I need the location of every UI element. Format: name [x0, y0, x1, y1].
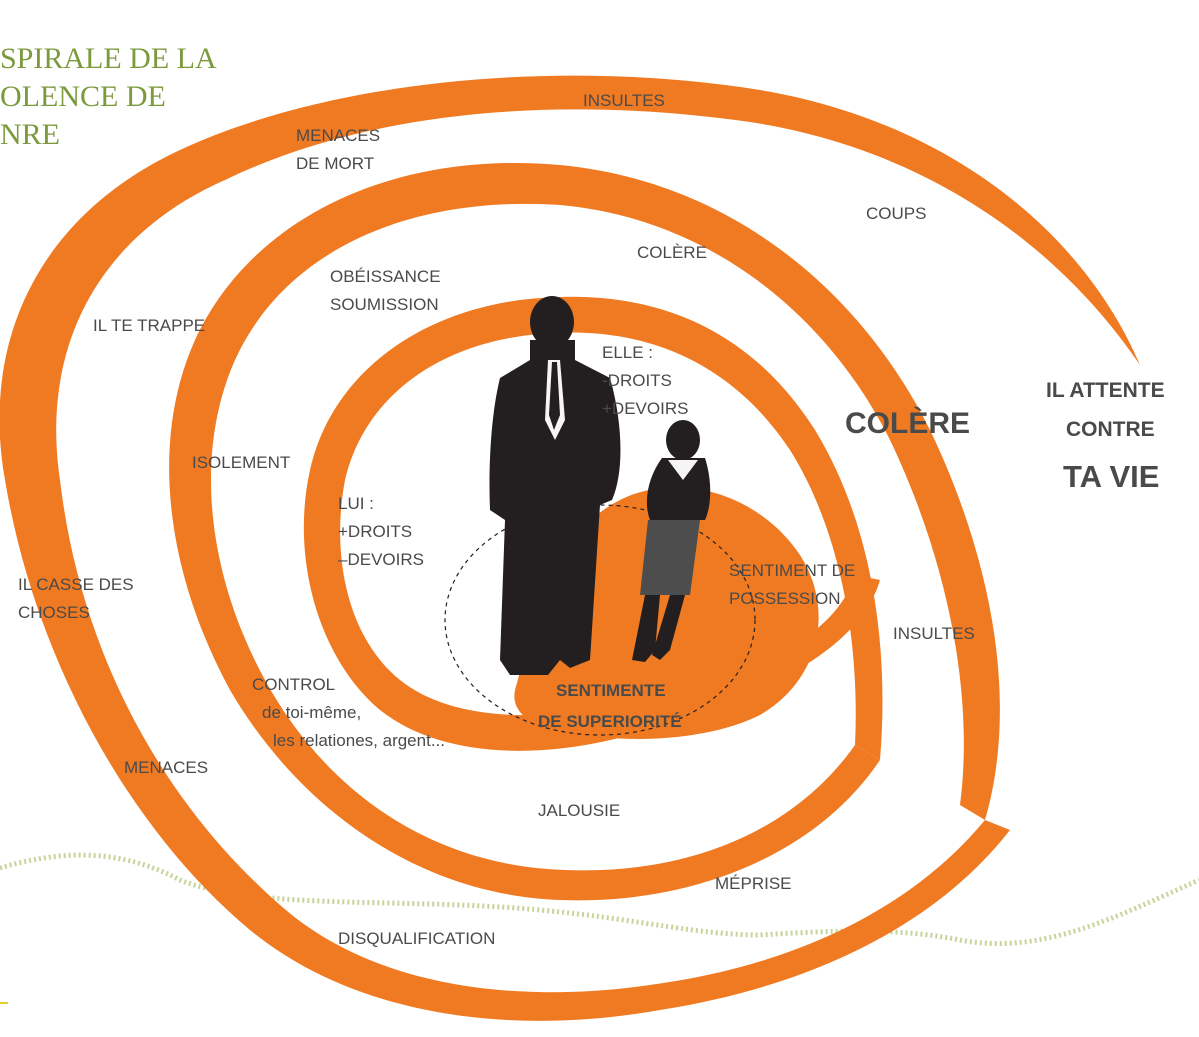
label-il-attente-3: TA VIE — [1063, 459, 1159, 494]
dotted-wave-decoration — [0, 852, 1199, 947]
label-lui: LUI : — [338, 494, 374, 513]
label-control-1: CONTROL — [252, 675, 335, 694]
label-elle-droits: -DROITS — [602, 371, 672, 390]
label-il-casse-1: IL CASSE DES — [18, 575, 134, 594]
label-il-attente-1: IL ATTENTE — [1046, 379, 1165, 402]
label-il-casse-2: CHOSES — [18, 603, 90, 622]
label-jalousie: JALOUSIE — [538, 801, 620, 820]
man-silhouette — [489, 296, 621, 675]
label-il-te-trappe: IL TE TRAPPE — [93, 316, 205, 335]
woman-silhouette — [632, 420, 711, 662]
label-il-attente-2: CONTRE — [1066, 418, 1155, 441]
label-meprise: MÉPRISE — [715, 874, 792, 893]
label-insultes-right: INSULTES — [893, 624, 975, 643]
label-colere-big: COLÈRE — [845, 406, 970, 440]
label-menaces-de-mort-1: MENACES — [296, 126, 380, 145]
label-obeissance: OBÉISSANCE — [330, 267, 441, 286]
label-insultes-top: INSULTES — [583, 91, 665, 110]
label-elle: ELLE : — [602, 343, 653, 362]
label-sentiment-possession-2: POSSESSION — [729, 589, 840, 608]
title-line-3: NRE — [0, 118, 60, 151]
label-coups: COUPS — [866, 204, 926, 223]
spiral-labels: INSULTES MENACES DE MORT COUPS COLÈRE OB… — [18, 91, 1165, 948]
label-control-2: de toi-même, — [262, 703, 361, 722]
label-superiorite-2: DE SUPERIORITÉ — [538, 712, 682, 731]
label-lui-droits: +DROITS — [338, 522, 412, 541]
diagram-title: SPIRALE DE LA OLENCE DE NRE — [0, 42, 217, 151]
label-sentiment-possession-1: SENTIMENT DE — [729, 561, 855, 580]
label-lui-devoirs: –DEVOIRS — [338, 550, 424, 569]
label-isolement: ISOLEMENT — [192, 453, 290, 472]
title-line-1: SPIRALE DE LA — [0, 42, 217, 75]
dashed-ellipse — [444, 504, 756, 736]
label-elle-devoirs: +DEVOIRS — [602, 399, 688, 418]
label-disqualification: DISQUALIFICATION — [338, 929, 495, 948]
label-colere-small: COLÈRE — [637, 243, 707, 262]
label-superiorite-1: SENTIMENTE — [556, 681, 666, 700]
label-menaces-de-mort-2: DE MORT — [296, 154, 374, 173]
title-line-2: OLENCE DE — [0, 80, 166, 113]
label-control-3: les relationes, argent... — [273, 731, 445, 750]
label-menaces: MENACES — [124, 758, 208, 777]
label-soumission: SOUMISSION — [330, 295, 439, 314]
